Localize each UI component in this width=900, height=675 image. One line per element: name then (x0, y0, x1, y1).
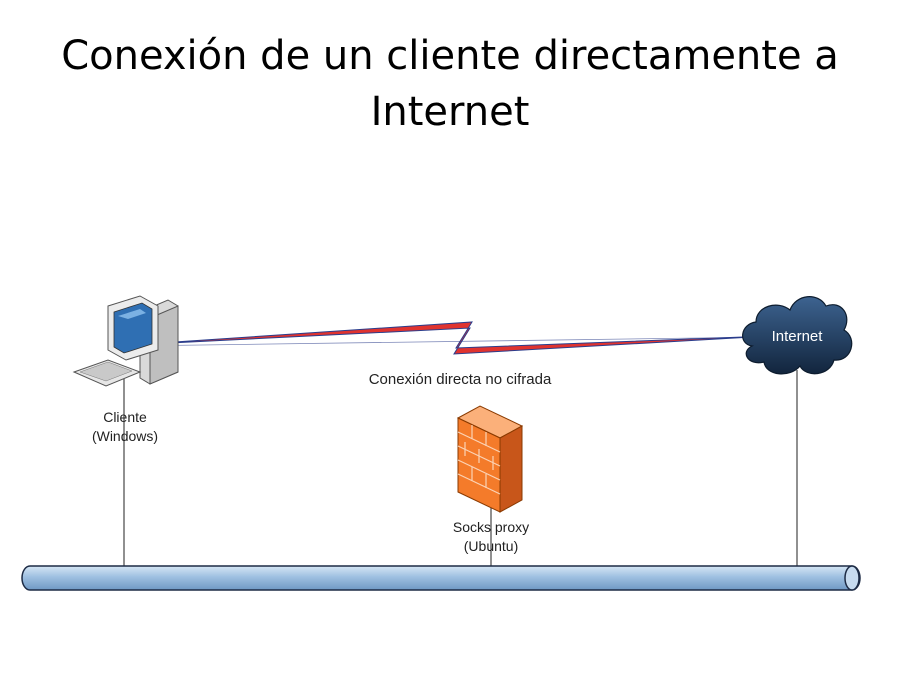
link-label: Conexión directa no cifrada (368, 371, 552, 388)
firewall-icon (456, 405, 524, 513)
direct-link (129, 321, 771, 355)
proxy-name: Socks proxy (452, 519, 530, 535)
cloud-icon (742, 296, 853, 375)
proxy-label: Socks proxy (Ubuntu) (421, 518, 561, 556)
client-label: Cliente (Windows) (60, 408, 190, 446)
slide-title: Conexión de un cliente directamente a In… (0, 28, 900, 140)
client-name: Cliente (103, 409, 147, 425)
proxy-os: (Ubuntu) (463, 538, 519, 554)
title-line-2: Internet (370, 89, 530, 135)
title-line-1: Conexión de un cliente directamente a (61, 33, 839, 79)
network-bus (21, 565, 861, 591)
workstation-icon (72, 295, 179, 387)
client-os: (Windows) (91, 428, 159, 444)
internet-label: Internet (771, 328, 823, 345)
